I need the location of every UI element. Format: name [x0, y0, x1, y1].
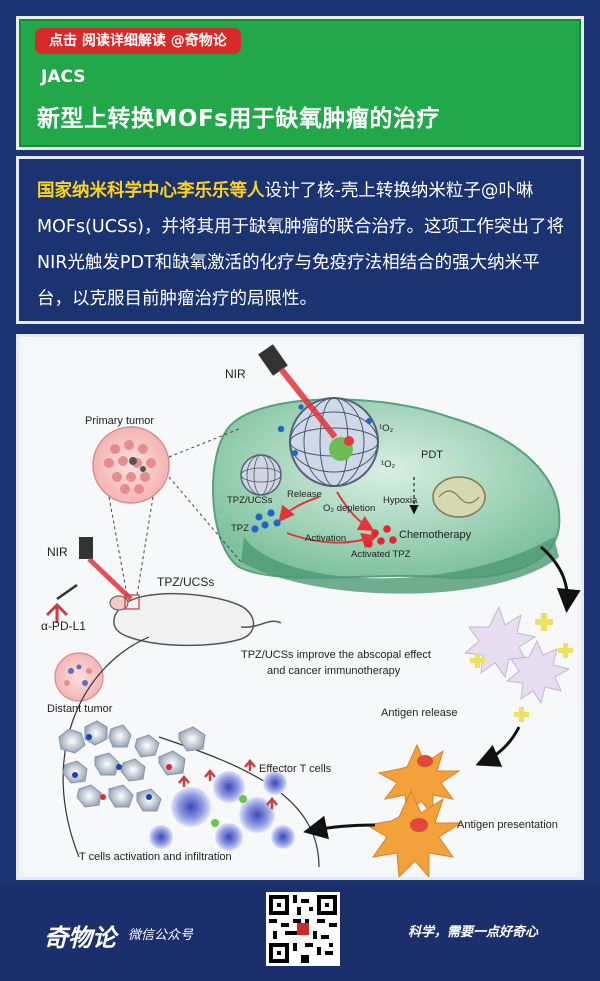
label-abscopal-line2: and cancer immunotherapy	[267, 665, 401, 677]
label-singlet-oxygen-a: ¹O₂	[379, 423, 394, 434]
nir-beam-left	[87, 557, 133, 601]
qr-code-icon	[269, 895, 337, 963]
laser-device-left	[79, 537, 93, 559]
label-hypoxia: Hypoxia	[383, 495, 418, 506]
footer-slogan: 科学，需要一点好奇心	[408, 925, 539, 940]
nir-beam-top	[278, 367, 338, 439]
label-nir-left: NIR	[47, 545, 68, 559]
label-release: Release	[287, 489, 322, 500]
label-anti-pd-l1: α-PD-L1	[41, 619, 86, 633]
effector-t-cells	[149, 759, 295, 851]
journal-name: JACS	[41, 67, 86, 87]
antigen-fragments	[470, 613, 573, 722]
laser-device-top	[258, 344, 288, 376]
header-banner: 点击 阅读详细解读 @奇物论 JACS 新型上转换MOFs用于缺氧肿瘤的治疗	[16, 16, 584, 150]
label-primary-tumor: Primary tumor	[85, 415, 155, 427]
label-chemotherapy: Chemotherapy	[399, 529, 472, 541]
label-tpz: TPZ	[231, 523, 249, 534]
schematic-illustration	[23, 341, 581, 877]
tumor-aggregate	[58, 720, 206, 812]
brand-subtitle: 微信公众号	[128, 928, 194, 943]
label-antigen-release: Antigen release	[381, 707, 458, 719]
label-antigen-presentation: Antigen presentation	[457, 819, 558, 831]
activated-tpz-molecules	[365, 525, 397, 548]
label-distant-tumor: Distant tumor	[47, 703, 113, 715]
label-abscopal-line1: TPZ/UCSs improve the abscopal effect	[241, 649, 431, 661]
label-effector-t-cells: Effector T cells	[259, 763, 332, 775]
label-pdt: PDT	[421, 449, 443, 461]
read-more-badge[interactable]: 点击 阅读详细解读 @奇物论	[35, 28, 241, 54]
article-title: 新型上转换MOFs用于缺氧肿瘤的治疗	[37, 106, 440, 132]
qr-code[interactable]	[266, 892, 340, 966]
label-activation: Activation	[305, 533, 347, 544]
schematic-figure: NIR Primary tumor ¹O₂ ¹O₂ PDT TPZ/UCSs R…	[16, 334, 584, 880]
summary-body: 设计了核-壳上转换纳米粒子@卟啉MOFs(UCSs)，并将其用于缺氧肿瘤的联合治…	[37, 181, 564, 309]
label-tpz-ucss: TPZ/UCSs	[157, 575, 215, 589]
brand-name: 奇物论	[44, 923, 116, 952]
label-t-cells-activation: T cells activation and infiltration	[79, 851, 232, 863]
label-singlet-oxygen-b: ¹O₂	[381, 459, 396, 470]
summary-text: 国家纳米科学中心李乐乐等人设计了核-壳上转换纳米粒子@卟啉MOFs(UCSs)，…	[37, 173, 573, 317]
mouse	[113, 592, 255, 647]
primary-tumor	[92, 426, 170, 504]
distant-tumor	[54, 652, 104, 702]
summary-box: 国家纳米科学中心李乐乐等人设计了核-壳上转换纳米粒子@卟啉MOFs(UCSs)，…	[16, 156, 584, 324]
syringe	[56, 583, 78, 601]
antibody-icon	[45, 602, 69, 623]
label-o2-depletion: O₂ depletion	[323, 503, 376, 514]
footer-bar: 奇物论 微信公众号 科学，需要一点好奇心	[0, 886, 600, 981]
antigen-presenting-cells	[365, 743, 463, 877]
label-tpz-ucss-small: TPZ/UCSs	[227, 495, 273, 506]
label-activated-tpz: Activated TPZ	[351, 549, 411, 560]
tpz-molecules	[251, 509, 281, 533]
label-nir-top: NIR	[225, 367, 246, 381]
summary-highlight: 国家纳米科学中心李乐乐等人	[37, 181, 265, 201]
